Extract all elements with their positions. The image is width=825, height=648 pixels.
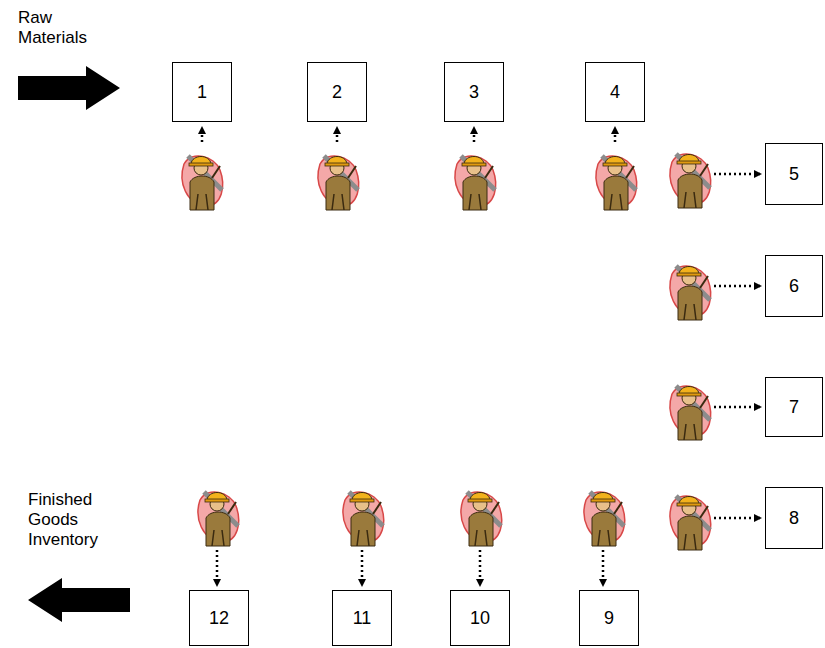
- station-box: 7: [765, 377, 823, 437]
- station-number: 7: [789, 397, 799, 418]
- worker-icon: [670, 154, 711, 208]
- worker-icon: [182, 156, 223, 210]
- work-arrow: [614, 128, 617, 142]
- flow-label: Raw Materials: [18, 8, 118, 48]
- work-arrow: [479, 550, 482, 585]
- work-arrow: [714, 517, 760, 520]
- station-box: 9: [579, 590, 639, 646]
- work-arrow: [336, 128, 339, 142]
- work-arrow: [602, 550, 605, 585]
- station-number: 1: [197, 82, 207, 103]
- worker-icon: [670, 386, 711, 440]
- worker-icon: [670, 266, 711, 320]
- input-arrow: [18, 66, 120, 110]
- station-box: 5: [765, 143, 823, 205]
- output-arrow: [28, 578, 130, 622]
- station-box: 10: [450, 590, 510, 646]
- station-number: 9: [604, 608, 614, 629]
- station-box: 11: [332, 590, 392, 646]
- station-number: 12: [209, 608, 229, 629]
- station-number: 6: [789, 276, 799, 297]
- station-box: 4: [585, 62, 645, 122]
- worker-icon: [318, 156, 359, 210]
- station-number: 10: [470, 608, 490, 629]
- work-arrow: [714, 173, 760, 176]
- station-box: 3: [444, 62, 504, 122]
- worker-icon: [670, 496, 711, 550]
- station-number: 2: [332, 82, 342, 103]
- worker-icon: [198, 492, 239, 546]
- worker-icon: [461, 492, 502, 546]
- station-box: 8: [765, 487, 823, 549]
- station-number: 8: [789, 508, 799, 529]
- worker-icon: [584, 492, 625, 546]
- work-arrow: [473, 128, 476, 142]
- station-box: 1: [172, 62, 232, 122]
- station-box: 6: [765, 255, 823, 317]
- worker-icon: [455, 156, 496, 210]
- flow-label: Finished Goods Inventory: [28, 490, 128, 550]
- station-box: 12: [189, 590, 249, 646]
- station-box: 2: [307, 62, 367, 122]
- work-arrow: [714, 406, 760, 409]
- station-number: 11: [353, 608, 372, 629]
- work-arrow: [216, 550, 219, 585]
- station-number: 4: [610, 82, 620, 103]
- work-arrow: [361, 550, 364, 585]
- worker-icon: [343, 492, 384, 546]
- station-number: 3: [469, 82, 479, 103]
- station-number: 5: [789, 164, 799, 185]
- work-arrow: [201, 128, 204, 142]
- worker-icon: [596, 156, 637, 210]
- work-arrow: [714, 285, 760, 288]
